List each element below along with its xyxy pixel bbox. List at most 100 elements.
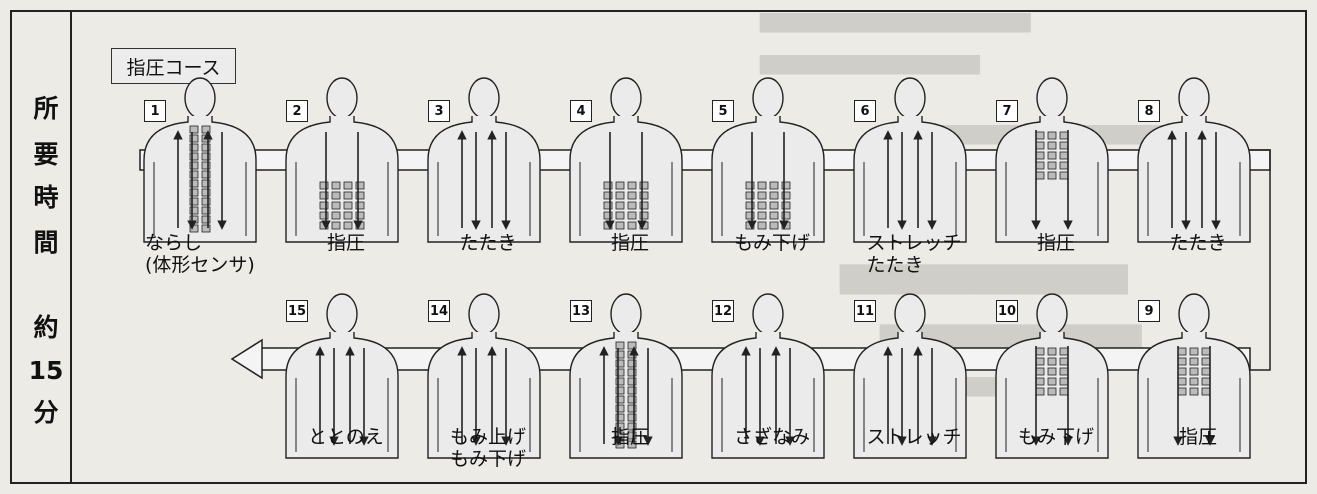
- pressure-point-mark: [603, 181, 613, 190]
- torso-shape: [711, 332, 825, 459]
- pressure-point-mark: [627, 341, 637, 350]
- pressure-point-mark: [1035, 387, 1045, 396]
- pressure-point-mark: [201, 224, 211, 233]
- flow-connector: [1250, 149, 1271, 371]
- pressure-point-mark: [627, 181, 637, 190]
- pressure-point-mark: [1035, 161, 1045, 170]
- step-caption: 指圧: [611, 426, 649, 448]
- pressure-point-mark: [1201, 387, 1211, 396]
- pressure-point-mark: [1047, 141, 1057, 150]
- time-char: 所: [33, 94, 59, 123]
- pressure-point-mark: [201, 143, 211, 152]
- step-figure: [995, 293, 1109, 459]
- pressure-point-mark: [627, 201, 637, 210]
- step-figure: [1137, 293, 1251, 459]
- pressure-point-mark: [615, 377, 625, 386]
- torso-shape: [285, 332, 399, 459]
- pressure-point-mark: [343, 211, 353, 220]
- pressure-point-mark: [769, 221, 779, 230]
- pressure-point-mark: [1189, 367, 1199, 376]
- pressure-point-mark: [615, 221, 625, 230]
- head-shape: [1036, 77, 1068, 119]
- pressure-point-mark: [355, 211, 365, 220]
- time-char: 時: [33, 183, 59, 212]
- step-caption-line: もみ下げ: [450, 448, 527, 470]
- step-number-badge: 5: [712, 100, 734, 122]
- pressure-point-mark: [627, 404, 637, 413]
- pressure-point-mark: [781, 201, 791, 210]
- torso-shape: [285, 116, 399, 243]
- pressure-point-mark: [201, 179, 211, 188]
- pressure-point-mark: [769, 191, 779, 200]
- pressure-point-mark: [319, 181, 329, 190]
- pressure-point-mark: [745, 211, 755, 220]
- step-figure: [711, 77, 825, 243]
- pressure-point-mark: [615, 422, 625, 431]
- pressure-point-mark: [189, 134, 199, 143]
- pressure-point-mark: [1047, 131, 1057, 140]
- step-caption-line: 指圧: [1037, 232, 1076, 254]
- step-caption-line: 指圧: [1179, 426, 1218, 448]
- step-number-badge: 12: [712, 300, 734, 322]
- head-shape: [1178, 293, 1210, 335]
- diagram-frame: [10, 10, 1307, 484]
- pressure-point-mark: [343, 181, 353, 190]
- step-caption: ストレッチ: [867, 426, 962, 448]
- pressure-point-mark: [201, 188, 211, 197]
- pressure-point-mark: [603, 201, 613, 210]
- step-caption: さざなみ: [734, 426, 810, 448]
- step-caption: 指圧: [1179, 426, 1217, 448]
- head-shape: [752, 293, 784, 335]
- pressure-point-mark: [615, 413, 625, 422]
- pressure-point-mark: [331, 211, 341, 220]
- step-caption: もみ下げ: [1018, 426, 1094, 448]
- pressure-point-mark: [627, 211, 637, 220]
- pressure-point-mark: [1035, 367, 1045, 376]
- pressure-point-mark: [343, 221, 353, 230]
- step-figure: [853, 293, 967, 459]
- pressure-point-mark: [627, 359, 637, 368]
- pressure-point-mark: [1035, 151, 1045, 160]
- pressure-point-mark: [1047, 151, 1057, 160]
- pressure-point-mark: [769, 211, 779, 220]
- torso-shape: [569, 116, 683, 243]
- step-number-badge: 13: [570, 300, 592, 322]
- pressure-point-mark: [639, 181, 649, 190]
- step-number-badge: 2: [286, 100, 308, 122]
- pressure-point-mark: [331, 221, 341, 230]
- course-label: 指圧コース: [111, 48, 236, 84]
- step-figure: [427, 77, 541, 243]
- pressure-point-mark: [745, 201, 755, 210]
- pressure-point-mark: [1047, 347, 1057, 356]
- time-column-divider: [70, 10, 72, 484]
- bleed-through-decoration: ▆▆▆▆▆▆▆▆▆▆▆: [840, 255, 1128, 295]
- bleed-through-decoration: ▆▆▆▆▆▆▆▆▆▆▆▆▆: [760, 50, 980, 75]
- step-figure: [427, 293, 541, 459]
- step-figure: [143, 77, 257, 243]
- step-caption-line: ととのえ: [308, 426, 384, 448]
- pressure-point-mark: [639, 211, 649, 220]
- bleed-through-decoration: ▆▆▆▆▆▆▆▆▆▆▆▆▆▆▆▆: [760, 8, 1031, 33]
- pressure-point-mark: [769, 181, 779, 190]
- step-caption: 指圧: [1037, 232, 1075, 254]
- pressure-point-mark: [627, 440, 637, 449]
- pressure-point-mark: [1059, 357, 1069, 366]
- pressure-point-mark: [615, 395, 625, 404]
- pressure-point-mark: [1035, 357, 1045, 366]
- step-caption-line: (体形センサ): [145, 254, 255, 276]
- pressure-point-mark: [1189, 357, 1199, 366]
- step-number-badge: 7: [996, 100, 1018, 122]
- pressure-point-mark: [1059, 131, 1069, 140]
- pressure-point-mark: [1059, 347, 1069, 356]
- pressure-point-mark: [189, 206, 199, 215]
- pressure-point-mark: [189, 125, 199, 134]
- pressure-point-mark: [343, 191, 353, 200]
- pressure-point-mark: [201, 215, 211, 224]
- pressure-point-mark: [189, 179, 199, 188]
- step-caption-line: もみ下げ: [734, 232, 811, 254]
- time-char: 分: [33, 398, 59, 427]
- pressure-point-mark: [757, 191, 767, 200]
- step-number-badge: 6: [854, 100, 876, 122]
- pressure-point-mark: [781, 181, 791, 190]
- pressure-point-mark: [757, 221, 767, 230]
